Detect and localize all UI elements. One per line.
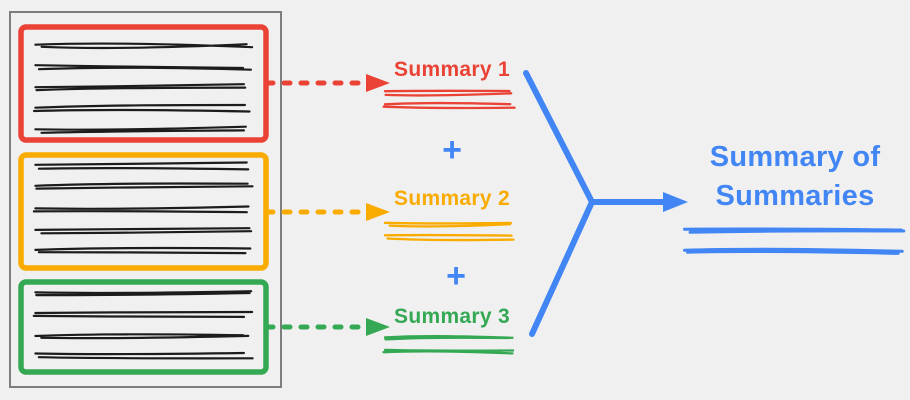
scribble-line: [383, 221, 513, 228]
scribble-line: [383, 233, 515, 242]
scribble-line: [32, 310, 254, 318]
dashed-arrow-3-head-icon: [366, 318, 390, 336]
scribble-line: [34, 290, 253, 297]
section-1-text-scribbles: [32, 42, 254, 134]
scribble-line: [34, 351, 254, 360]
merge-lines: [523, 70, 595, 337]
summary-2-underline-scribble: [383, 221, 515, 242]
dashed-arrow-1: [264, 74, 390, 92]
scribble-line: [683, 227, 906, 234]
scribble-line: [34, 161, 250, 171]
scribble-line: [34, 182, 254, 190]
summary-1-underline-scribble: [382, 89, 516, 110]
source-document-outline: [9, 11, 282, 388]
dashed-arrow-3: [264, 318, 390, 336]
merge-connector: [523, 70, 688, 337]
scribble-line: [34, 227, 253, 235]
scribble-line: [383, 335, 514, 341]
dashed-arrow-1-head-icon: [366, 74, 390, 92]
scribble-line: [34, 246, 252, 255]
plus-sign-2: +: [446, 256, 466, 295]
result-underline-scribble: [683, 227, 906, 255]
summary-2-label: Summary 2: [394, 187, 510, 210]
summary-3-underline-scribble: [382, 335, 515, 355]
result-label-line-2: Summaries: [715, 180, 875, 212]
scribble-line: [34, 83, 247, 92]
scribble-line: [383, 89, 513, 97]
scribble-line: [34, 125, 247, 134]
scribble-line: [32, 103, 251, 113]
section-2-text-scribbles: [32, 161, 254, 255]
scribble-line: [382, 348, 515, 355]
merge-arrow-head-icon: [663, 192, 688, 212]
scribble-line: [32, 205, 250, 214]
scribble-line: [683, 247, 904, 255]
section-3-text-scribbles: [32, 290, 254, 360]
scribble-line: [382, 101, 516, 110]
result-label: Summary of Summaries: [678, 138, 910, 216]
summary-3-label: Summary 3: [394, 305, 510, 328]
scribble-line: [34, 64, 252, 71]
plus-sign-1: +: [442, 130, 462, 169]
result-label-line-1: Summary of: [709, 141, 881, 173]
scribble-line: [34, 333, 250, 340]
dashed-arrow-2-head-icon: [366, 203, 390, 221]
summary-1-label: Summary 1: [394, 58, 510, 81]
scribble-line: [34, 42, 254, 50]
dashed-arrow-2: [264, 203, 390, 221]
